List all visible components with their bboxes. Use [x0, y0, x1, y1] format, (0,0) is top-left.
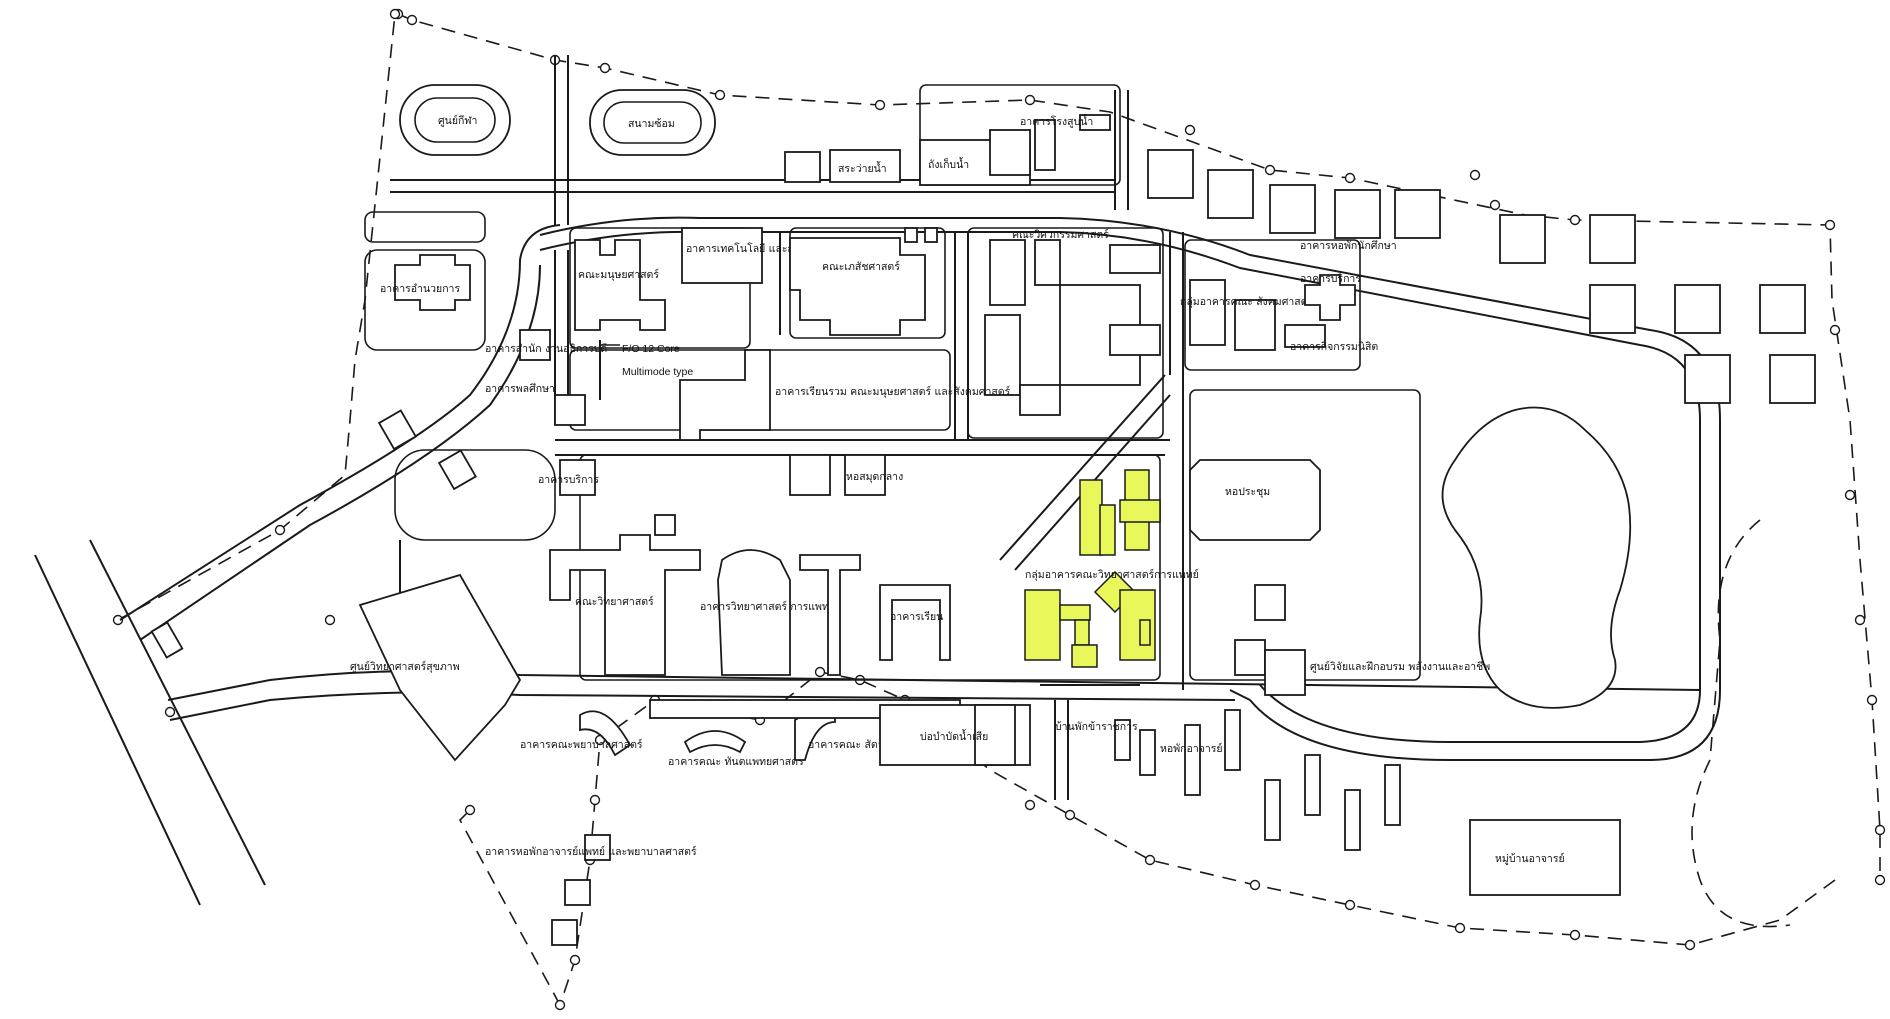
social-science-label: กลุ่มอาคารคณะ สังคมศาสตร์ — [1180, 295, 1313, 308]
dentistry-faculty-label: อาคารคณะ ทันตแพทยศาสตร์ — [668, 755, 804, 768]
staff-dorm-blocks — [1264, 754, 1401, 851]
water-tank-label: ถังเก็บน้ำ — [928, 157, 969, 171]
admin-building-label: อาคารอำนวยการ — [380, 283, 460, 295]
engineering-faculty-label: คณะวิศวกรรมศาสตร์ — [1012, 228, 1109, 241]
central-library: หอสมุดกลาง — [789, 454, 903, 496]
pool-label: สระว่ายน้ำ — [838, 161, 887, 175]
office-building-label: อาคารสำนัก งานอธิการบดี — [485, 342, 607, 355]
dormitories-label: อาคารหอพักนักศึกษา — [1300, 240, 1397, 252]
wastewater-ponds: บ่อบำบัดน้ำเสีย — [649, 699, 1031, 766]
stadium: ศูนย์กีฬา — [399, 84, 511, 156]
practice-field: สนามซ้อม — [589, 89, 716, 156]
pharmacy-faculty-label: คณะเภสัชศาสตร์ — [822, 260, 900, 273]
staff-housing: บ้านพักข้าราชการ — [1055, 719, 1156, 776]
science-faculty: คณะวิทยาศาสตร์ — [549, 514, 701, 676]
science-faculty-label: คณะวิทยาศาสตร์ — [575, 595, 654, 608]
stadium-label: ศูนย์กีฬา — [438, 114, 477, 127]
nursing-faculty: อาคารคณะพยาบาลศาสตร์ — [520, 710, 643, 757]
lake — [1441, 406, 1632, 709]
lecture-building: อาคารเรียนรวม คณะมนุษยศาสตร์ และสังคมศาส… — [679, 349, 1011, 441]
library-label: หอสมุดกลาง — [846, 471, 903, 483]
services-label: อาคารบริการ — [538, 474, 599, 486]
nursing-faculty-label: อาคารคณะพยาบาลศาสตร์ — [520, 738, 643, 751]
office-building: อาคารสำนัก งานอธิการบดี — [485, 329, 607, 361]
dentistry-faculty: อาคารคณะ ทันตแพทยศาสตร์ — [668, 730, 804, 768]
pump-building-label: อาคารโรงสูบน้ำ — [1020, 114, 1093, 128]
faculty-village-label: หมู่บ้านอาจารย์ — [1495, 852, 1565, 865]
east-walkway — [1691, 519, 1791, 928]
practice-field-label: สนามซ้อม — [628, 118, 675, 130]
research-center-label: ศูนย์วิจัยและฝึกอบรม พลังงานและอาชีพ — [1310, 660, 1490, 673]
social-science-group: กลุ่มอาคารคณะ สังคมศาสตร์ — [1180, 279, 1313, 351]
t-shaped-building — [799, 554, 861, 676]
admin-building: อาคารอำนวยการ — [380, 254, 471, 311]
engineering-faculty: คณะวิศวกรรมศาสตร์ — [984, 228, 1161, 416]
science-cluster-label: กลุ่มอาคารคณะวิทยาศาสตร์การแพทย์ — [1025, 568, 1199, 581]
auditorium-annex — [1254, 584, 1286, 621]
classroom-building: อาคารเรียน — [879, 584, 951, 661]
humanities-faculty: คณะมนุษยศาสตร์ — [574, 239, 666, 331]
medical-science-label: อาคารวิทยาศาสตร์ การแพทย์ — [700, 600, 835, 613]
nursing-dorm: อาคารหอพักอาจารย์แพทย์ และพยาบาลศาสตร์ — [485, 834, 697, 946]
staff-housing-label: บ้านพักข้าราชการ — [1055, 721, 1138, 733]
highway — [34, 539, 266, 906]
medical-center-label: ศูนย์วิทยาศาสตร์สุขภาพ — [350, 660, 460, 673]
research-center: ศูนย์วิจัยและฝึกอบรม พลังงานและอาชีพ — [1234, 639, 1490, 696]
small-building — [437, 449, 477, 491]
staff-dorm-label: หอพักอาจารย์ — [1160, 742, 1223, 755]
pharmacy-faculty: คณะเภสัชศาสตร์ — [789, 227, 938, 336]
science-cluster-highlighted: กลุ่มอาคารคณะวิทยาศาสตร์การแพทย์ — [1024, 469, 1199, 686]
wastewater-label: บ่อบำบัดน้ำเสีย — [920, 729, 988, 743]
staff-dorm: หอพักอาจารย์ — [1160, 709, 1241, 796]
parcels — [364, 84, 1421, 681]
guard-house — [150, 621, 184, 659]
classroom-label: อาคารเรียน — [890, 610, 943, 623]
service-building-label: อาคารบริการ — [1300, 273, 1361, 285]
fo-cable-label: F/O 12 Core — [622, 343, 680, 355]
fo-cable-type-label: Multimode type — [622, 366, 693, 378]
auditorium-label: หอประชุม — [1225, 486, 1270, 498]
small-building — [377, 409, 417, 451]
fiber-optic-annotation: F/O 12 Core Multimode type — [599, 340, 693, 400]
services-building: อาคารบริการ — [538, 459, 599, 496]
service-building: อาคารบริการ — [1300, 273, 1361, 321]
faculty-village: หมู่บ้านอาจารย์ — [1469, 819, 1621, 896]
pool: สระว่ายน้ำ — [784, 149, 901, 183]
medical-center: ศูนย์วิทยาศาสตร์สุขภาพ — [350, 573, 522, 762]
dormitory-blocks: อาคารหอพักนักศึกษา — [1147, 149, 1816, 404]
student-activity: อาคารกิจกรรมนิสิต — [1284, 324, 1378, 353]
humanities-faculty-label: คณะมนุษยศาสตร์ — [578, 268, 659, 281]
nursing-dorm-label: อาคารหอพักอาจารย์แพทย์ และพยาบาลศาสตร์ — [485, 845, 697, 858]
pump-building: อาคารโรงสูบน้ำ — [989, 114, 1111, 176]
sports-building-label: อาคารพลศึกษา — [485, 383, 555, 395]
medical-science-building: อาคารวิทยาศาสตร์ การแพทย์ — [700, 549, 835, 676]
auditorium: หอประชุม — [1189, 459, 1321, 541]
lecture-building-label: อาคารเรียนรวม คณะมนุษยศาสตร์ และสังคมศาส… — [775, 385, 1011, 398]
student-activity-label: อาคารกิจกรรมนิสิต — [1290, 341, 1378, 353]
sports-building: อาคารพลศึกษา — [485, 383, 586, 426]
